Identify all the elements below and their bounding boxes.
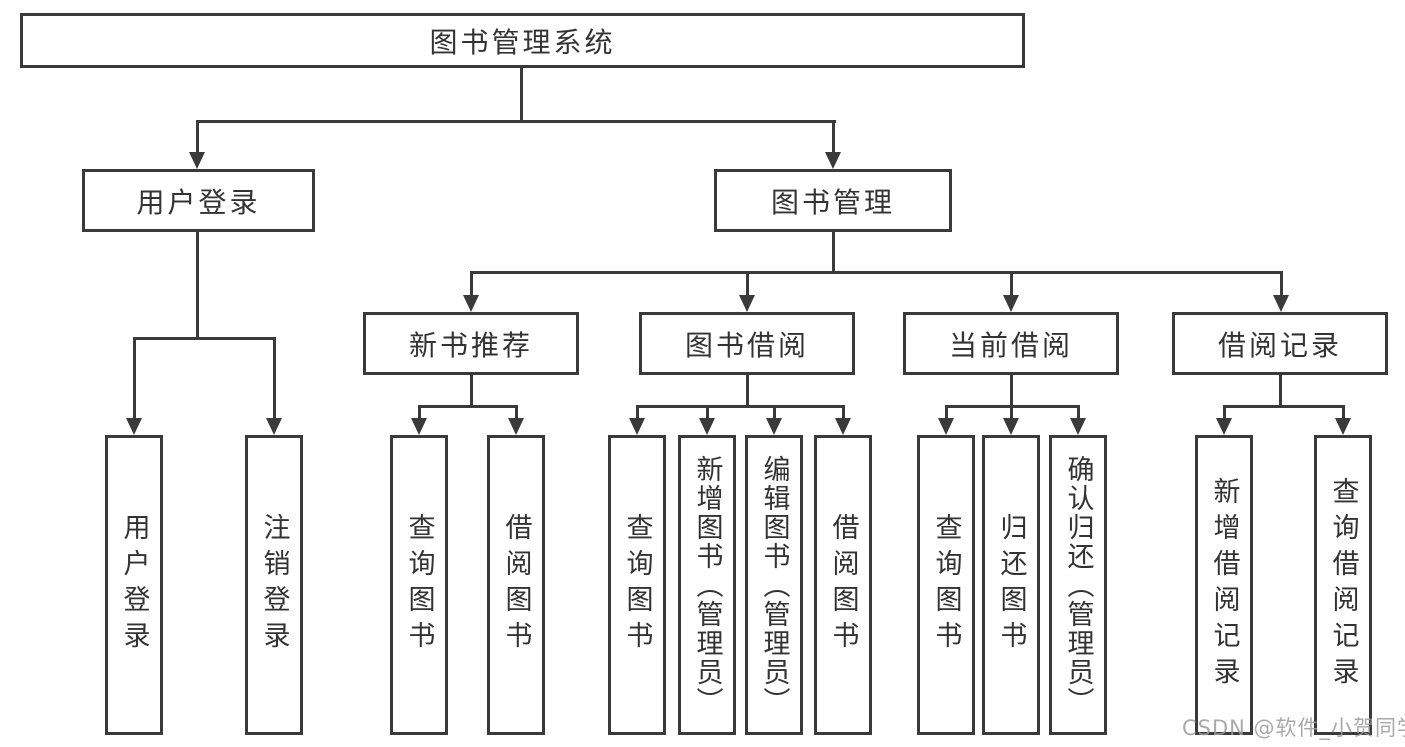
edge-to-borrow-records bbox=[1280, 271, 1283, 296]
edge-to-new-book-recommend bbox=[470, 271, 473, 296]
arrow-down-icon bbox=[938, 418, 954, 435]
leaf-query-books-current: 查询图书 bbox=[917, 435, 975, 735]
edge-to-login-leaf bbox=[133, 337, 136, 419]
arrow-down-icon bbox=[1335, 418, 1351, 435]
edge-recommend-stem bbox=[470, 375, 473, 407]
arrow-down-icon bbox=[825, 152, 841, 169]
edge-leaf bbox=[773, 405, 776, 419]
arrow-down-icon bbox=[766, 418, 782, 435]
node-new-book-recommend: 新书推荐 bbox=[363, 312, 579, 375]
edge-leaf bbox=[1342, 405, 1345, 419]
edge-to-user-login bbox=[196, 120, 199, 153]
arrow-down-icon bbox=[699, 418, 715, 435]
edge-borrow-records-stem bbox=[1279, 375, 1282, 407]
leaf-user-login: 用户登录 bbox=[105, 435, 163, 735]
arrow-down-icon bbox=[1003, 295, 1019, 312]
edge-leaf bbox=[418, 405, 421, 419]
edge-book-management-bus bbox=[470, 271, 1282, 274]
node-book-borrow: 图书借阅 bbox=[639, 312, 855, 375]
arrow-down-icon bbox=[1003, 418, 1019, 435]
edge-book-management-stem bbox=[832, 232, 835, 274]
leaf-logout: 注销登录 bbox=[245, 435, 303, 735]
leaf-add-books-admin: 新增图书（管理员） bbox=[678, 435, 736, 735]
arrow-down-icon bbox=[189, 152, 205, 169]
arrow-down-icon bbox=[508, 418, 524, 435]
edge-user-login-bus bbox=[133, 337, 276, 340]
node-current-borrow: 当前借阅 bbox=[903, 312, 1119, 375]
leaf-return-books: 归还图书 bbox=[982, 435, 1040, 735]
leaf-borrow-books-recommend: 借阅图书 bbox=[487, 435, 545, 735]
arrow-down-icon bbox=[1273, 295, 1289, 312]
edge-leaf bbox=[1077, 405, 1080, 419]
edge-root-stem bbox=[520, 68, 523, 120]
edge-to-book-management bbox=[832, 120, 835, 153]
arrow-down-icon bbox=[266, 418, 282, 435]
edge-current-borrow-stem bbox=[1010, 375, 1013, 407]
edge-root-bus bbox=[196, 120, 836, 123]
edge-leaf bbox=[842, 405, 845, 419]
edge-leaf bbox=[636, 405, 639, 419]
node-borrow-records: 借阅记录 bbox=[1172, 312, 1388, 375]
arrow-down-icon bbox=[1070, 418, 1086, 435]
arrow-down-icon bbox=[629, 418, 645, 435]
edge-leaf bbox=[515, 405, 518, 419]
edge-user-login-stem bbox=[196, 232, 199, 339]
edge-borrow-records-bus bbox=[1223, 405, 1344, 408]
edge-to-logout-leaf bbox=[273, 337, 276, 419]
arrow-down-icon bbox=[463, 295, 479, 312]
arrow-down-icon bbox=[835, 418, 851, 435]
edge-recommend-bus bbox=[418, 405, 518, 408]
node-user-login: 用户登录 bbox=[82, 169, 315, 232]
leaf-query-books-recommend: 查询图书 bbox=[390, 435, 448, 735]
arrow-down-icon bbox=[1216, 418, 1232, 435]
arrow-down-icon bbox=[126, 418, 142, 435]
leaf-query-books-borrow: 查询图书 bbox=[608, 435, 666, 735]
csdn-watermark: CSDN @软件_小贺同学 bbox=[1182, 716, 1405, 740]
edge-leaf bbox=[1010, 405, 1013, 419]
edge-leaf bbox=[945, 405, 948, 419]
leaf-edit-books-admin: 编辑图书（管理员） bbox=[745, 435, 803, 735]
arrow-down-icon bbox=[411, 418, 427, 435]
edge-to-current-borrow bbox=[1010, 271, 1013, 296]
leaf-borrow-books-borrow: 借阅图书 bbox=[814, 435, 872, 735]
arrow-down-icon bbox=[739, 295, 755, 312]
edge-book-borrow-bus bbox=[636, 405, 844, 408]
edge-leaf bbox=[1223, 405, 1226, 419]
edge-book-borrow-stem bbox=[746, 375, 749, 407]
leaf-query-borrow-record: 查询借阅记录 bbox=[1314, 435, 1372, 735]
leaf-add-borrow-record: 新增借阅记录 bbox=[1195, 435, 1253, 735]
node-book-management: 图书管理 bbox=[714, 169, 952, 232]
edge-leaf bbox=[706, 405, 709, 419]
leaf-confirm-return-admin: 确认归还（管理员） bbox=[1049, 435, 1107, 735]
node-library-system: 图书管理系统 bbox=[20, 13, 1025, 68]
edge-to-book-borrow bbox=[746, 271, 749, 296]
